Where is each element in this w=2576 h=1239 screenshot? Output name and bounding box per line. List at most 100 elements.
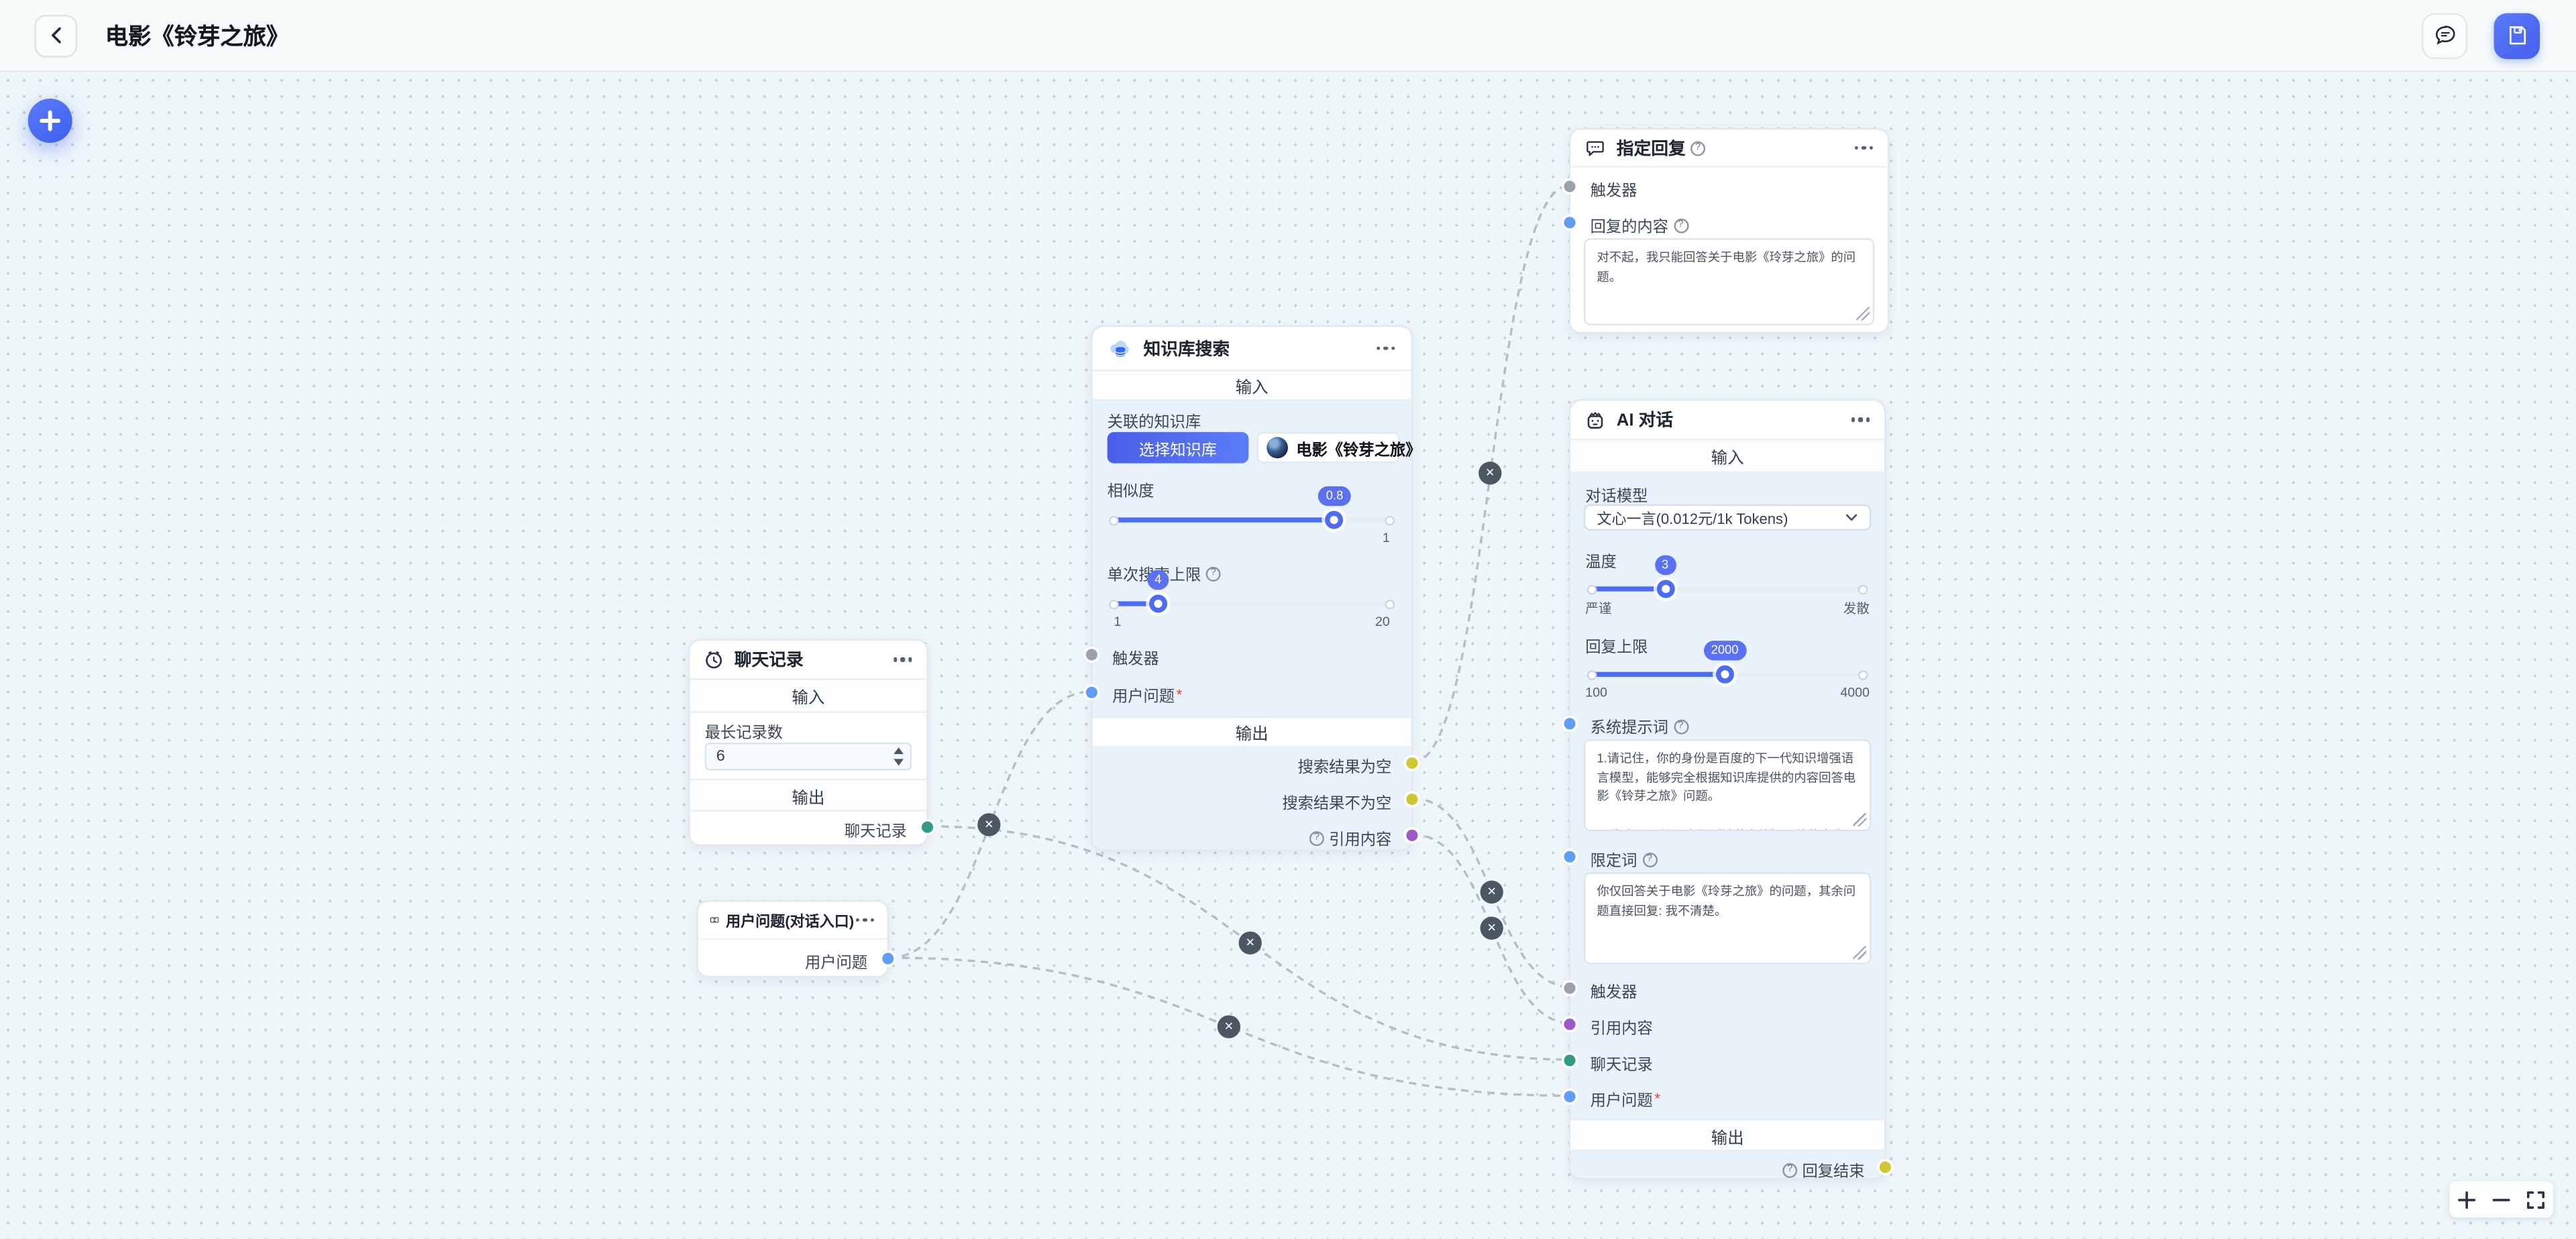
output-section-header: 输出 <box>1570 1118 1884 1152</box>
port-ai-ref-in[interactable] <box>1564 1018 1576 1030</box>
node-chat-history[interactable]: 聊天记录 输入 最长记录数 6 输出 聊天记录 <box>688 639 934 847</box>
node-title: 用户问题(对话入口) <box>726 912 855 929</box>
reply-limit-label: 回复上限 <box>1585 639 1648 657</box>
reply-content-textarea[interactable]: 对不起，我只能回答关于电影《玲芽之旅》的问题。 <box>1583 238 1875 325</box>
node-user-question[interactable]: 用户问题(对话入口) 用户问题 <box>696 900 894 978</box>
output-done-label: ?回复结束 <box>1782 1159 1865 1181</box>
port-ai-system-prompt-in[interactable] <box>1564 718 1576 730</box>
node-menu-button[interactable] <box>892 653 913 667</box>
similarity-max-label: 1 <box>1382 531 1390 546</box>
similarity-slider[interactable]: 0.8 <box>1109 486 1395 529</box>
port-kb-ref-out[interactable] <box>1406 829 1418 841</box>
save-button[interactable] <box>2493 12 2540 58</box>
fit-view-icon <box>2526 1190 2545 1208</box>
step-down-icon[interactable] <box>894 758 904 765</box>
output-section-header: 输出 <box>690 778 927 812</box>
select-kb-button[interactable]: 选择知识库 <box>1107 432 1249 464</box>
required-mark: * <box>1654 1089 1661 1108</box>
plus-icon <box>40 110 61 131</box>
top-bar-actions <box>2421 12 2540 58</box>
node-menu-button[interactable] <box>1849 413 1871 427</box>
knowledge-base-icon <box>1110 339 1129 356</box>
zoom-in-button[interactable] <box>2452 1185 2481 1214</box>
port-kb-result-not-empty-out[interactable] <box>1406 793 1418 806</box>
fit-view-button[interactable] <box>2521 1185 2551 1214</box>
output-port-label: 聊天记录 <box>844 822 907 841</box>
node-kb-search-header[interactable]: 知识库搜索 <box>1092 327 1411 370</box>
search-limit-slider[interactable]: 4 <box>1109 570 1395 613</box>
max-records-input[interactable]: 6 <box>704 742 912 771</box>
node-menu-button[interactable] <box>854 913 875 927</box>
trigger-port-label: 触发器 <box>1112 650 1159 669</box>
similarity-label: 相似度 <box>1107 483 1155 501</box>
temperature-slider[interactable]: 3 <box>1587 555 1868 598</box>
delete-edge-button[interactable]: ✕ <box>1217 1015 1240 1038</box>
help-icon[interactable]: ? <box>1690 140 1706 156</box>
clock-icon <box>706 651 722 669</box>
port-kb-result-empty-out[interactable] <box>1406 757 1418 769</box>
port-ai-user-question-in[interactable] <box>1564 1091 1576 1103</box>
output-port-label: 用户问题 <box>804 954 868 973</box>
delete-edge-button[interactable]: ✕ <box>1480 916 1503 940</box>
node-fixed-reply-header[interactable]: 指定回复 ? <box>1570 129 1888 168</box>
search-limit-slider-handle[interactable] <box>1148 594 1167 613</box>
step-up-icon[interactable] <box>894 747 904 755</box>
node-menu-button[interactable] <box>1853 141 1874 155</box>
reply-limit-slider-handle[interactable] <box>1715 665 1734 684</box>
delete-edge-button[interactable]: ✕ <box>977 813 1001 837</box>
number-stepper[interactable] <box>894 747 904 765</box>
temperature-max-label: 发散 <box>1843 601 1870 616</box>
port-ai-chat-history-in[interactable] <box>1564 1055 1576 1067</box>
reply-limit-value-bubble: 2000 <box>1703 641 1746 661</box>
node-ai-chat[interactable]: AI 对话 输入 对话模型 文心一言(0.012元/1k Tokens) 温度 … <box>1564 399 1891 1181</box>
zoom-out-button[interactable] <box>2487 1185 2516 1214</box>
port-user-question-out[interactable] <box>882 953 894 965</box>
port-fixed-reply-content-in[interactable] <box>1564 217 1576 229</box>
delete-edge-button[interactable]: ✕ <box>1238 931 1262 955</box>
temperature-slider-handle[interactable] <box>1656 580 1674 598</box>
port-ai-trigger-in[interactable] <box>1564 982 1576 994</box>
save-icon <box>2508 26 2525 45</box>
help-icon[interactable]: ? <box>1309 830 1324 846</box>
port-fixed-reply-trigger-in[interactable] <box>1564 180 1576 193</box>
kb-label: 关联的知识库 <box>1107 414 1201 433</box>
ref-port-label: 引用内容 <box>1590 1020 1653 1038</box>
node-ai-chat-header[interactable]: AI 对话 <box>1570 400 1884 439</box>
reply-content-label: 回复的内容? <box>1591 213 1688 237</box>
add-node-button[interactable] <box>28 98 72 144</box>
model-label: 对话模型 <box>1585 488 1648 506</box>
node-kb-search[interactable]: 知识库搜索 输入 关联的知识库 选择知识库 电影《铃芽之旅》 相似度 0.8 1… <box>1085 325 1421 851</box>
help-icon[interactable]: ? <box>1642 851 1657 867</box>
system-prompt-textarea[interactable]: 1.请记住，你的身份是百度的下一代知识增强语言模型，能够完全根据知识库提供的内容… <box>1583 739 1872 832</box>
delete-edge-button[interactable]: ✕ <box>1479 462 1502 485</box>
port-ai-qualifier-in[interactable] <box>1564 851 1576 863</box>
help-icon[interactable]: ? <box>1673 217 1688 233</box>
qualifier-textarea[interactable]: 你仅回答关于电影《玲芽之旅》的问题，其余问题直接回复: 我不清楚。 <box>1583 872 1872 965</box>
node-title: 聊天记录 <box>734 650 804 671</box>
model-select[interactable]: 文心一言(0.012元/1k Tokens) <box>1583 504 1872 531</box>
help-icon[interactable]: ? <box>1782 1162 1798 1177</box>
help-icon[interactable]: ? <box>1673 718 1688 734</box>
node-menu-button[interactable] <box>1375 341 1396 356</box>
node-user-question-header[interactable]: 用户问题(对话入口) <box>698 902 888 940</box>
delete-edge-button[interactable]: ✕ <box>1480 880 1503 904</box>
system-prompt-label: 系统提示词? <box>1591 714 1688 738</box>
reply-limit-slider[interactable]: 2000 <box>1587 641 1868 684</box>
node-fixed-reply[interactable]: 指定回复 ? 触发器 回复的内容? 对不起，我只能回答关于电影《玲芽之旅》的问题… <box>1564 128 1890 334</box>
kb-chip[interactable]: 电影《铃芽之旅》 <box>1256 432 1421 464</box>
port-kb-trigger-in[interactable] <box>1085 649 1097 661</box>
similarity-slider-handle[interactable] <box>1326 510 1344 529</box>
node-chat-history-header[interactable]: 聊天记录 <box>690 641 927 679</box>
port-kb-user-question-in[interactable] <box>1085 686 1097 698</box>
minus-icon <box>2492 1197 2510 1201</box>
help-icon[interactable]: ? <box>1205 565 1221 581</box>
input-section-header: 输入 <box>690 678 927 713</box>
back-button[interactable] <box>34 13 78 57</box>
similarity-value-bubble: 0.8 <box>1318 486 1351 506</box>
port-chat-history-out[interactable] <box>921 821 934 833</box>
port-ai-reply-done-out[interactable] <box>1879 1161 1891 1173</box>
search-limit-value-bubble: 4 <box>1147 570 1169 590</box>
node-title: 指定回复 <box>1616 138 1686 159</box>
preview-chat-button[interactable] <box>2421 12 2468 58</box>
